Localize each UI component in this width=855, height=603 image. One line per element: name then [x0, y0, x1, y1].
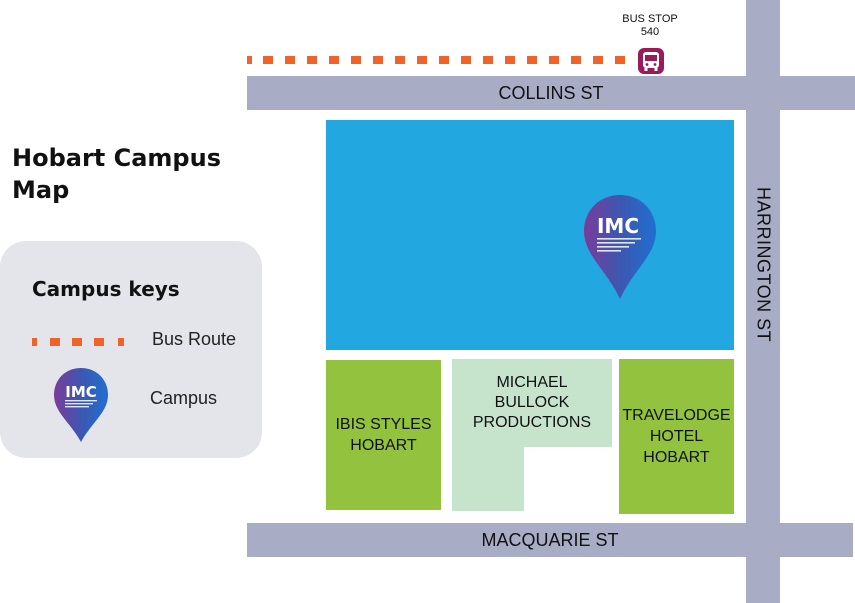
legend-panel	[0, 241, 262, 458]
travelodge-label-line-3: HOBART	[643, 449, 710, 466]
legend-campus-label: Campus	[150, 388, 218, 408]
svg-text:IMC: IMC	[597, 214, 639, 238]
macquarie-st-label: MACQUARIE ST	[481, 529, 619, 550]
bus-stop-label: BUS STOP 540	[615, 13, 685, 39]
ibis-styles-hobart-building: IBIS STYLES HOBART	[326, 360, 441, 510]
legend-campus-pin-icon: IMC	[54, 368, 108, 442]
ibis-label-line-2: HOBART	[350, 437, 417, 454]
bus-route-line	[247, 56, 625, 64]
collins-st-road: COLLINS ST	[247, 76, 855, 110]
macquarie-st-road: MACQUARIE ST	[247, 523, 853, 557]
bus-stop-label-line-1: BUS STOP	[622, 13, 678, 25]
collins-st-label: COLLINS ST	[498, 82, 604, 103]
travelodge-label-line-1: TRAVELODGE	[622, 407, 731, 424]
page-title: Hobart Campus Map	[12, 142, 242, 206]
bus-icon[interactable]	[638, 48, 664, 74]
michael-label-line-2: BULLOCK	[494, 394, 570, 411]
travelodge-hotel-hobart-building: TRAVELODGE HOTEL HOBART	[619, 359, 734, 514]
campus-building[interactable]	[326, 120, 734, 350]
svg-text:IMC: IMC	[65, 383, 97, 401]
michael-label-line-1: MICHAEL	[496, 374, 568, 391]
michael-bullock-productions-building	[452, 359, 612, 511]
legend-bus-route-icon	[32, 338, 124, 346]
legend-title: Campus keys	[32, 277, 180, 301]
title-line-2: Map	[12, 176, 70, 204]
legend-bus-route-label: Bus Route	[152, 329, 237, 349]
title-line-1: Hobart Campus	[12, 144, 221, 172]
bus-stop-label-line-2: 540	[640, 26, 660, 38]
michael-bullock-label: MICHAEL BULLOCK PRODUCTIONS	[452, 373, 612, 433]
michael-label-line-3: PRODUCTIONS	[472, 414, 592, 431]
ibis-label-line-1: IBIS STYLES	[335, 416, 432, 433]
harrington-st-label: HARRINGTON ST	[753, 187, 774, 343]
campus-map-pin-icon[interactable]: IMC	[582, 193, 658, 301]
travelodge-label-line-2: HOTEL	[649, 428, 704, 445]
